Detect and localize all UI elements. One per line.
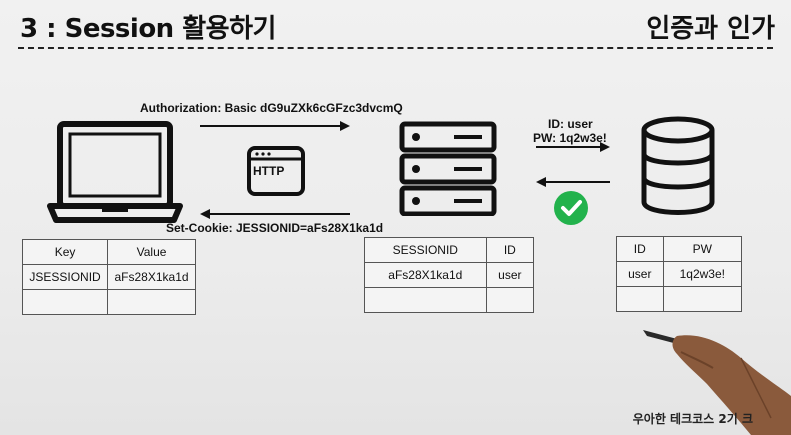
table-row: JSESSIONID aFs28X1ka1d — [21, 264, 196, 290]
table-cell: 1q2w3e! — [662, 261, 743, 287]
laptop-icon — [47, 121, 183, 223]
table-cell — [616, 286, 664, 312]
table-header-cell: ID — [485, 237, 535, 263]
table-cell — [364, 287, 487, 313]
table-cell: JSESSIONID — [21, 264, 109, 290]
table-header-cell: SESSIONID — [364, 237, 487, 263]
slide-title: 3 : Session 활용하기 — [20, 14, 276, 44]
table-row: aFs28X1ka1d user — [364, 262, 535, 288]
table-header-cell: Value — [107, 239, 196, 265]
table-cell — [107, 289, 196, 315]
table-row: user 1q2w3e! — [616, 261, 743, 287]
table-header-cell: ID — [616, 236, 664, 262]
table-cell — [662, 286, 743, 312]
credentials-id-label: ID: user — [548, 117, 593, 131]
http-badge-label: HTTP — [253, 164, 285, 178]
server-session-table: SESSIONID ID aFs28X1ka1d user — [364, 237, 535, 313]
server-icon — [399, 121, 497, 216]
presenter-hand — [643, 330, 791, 435]
table-header-cell: Key — [21, 239, 109, 265]
request-arrow — [200, 121, 350, 131]
table-row — [364, 287, 535, 313]
slide-section-title: 인증과 인가 — [646, 14, 775, 44]
table-cell — [485, 287, 535, 313]
credentials-arrow — [536, 142, 610, 152]
verified-arrow — [536, 177, 610, 187]
table-cell — [21, 289, 109, 315]
http-window-icon — [247, 146, 305, 196]
table-header-row: SESSIONID ID — [364, 237, 535, 263]
table-cell: aFs28X1ka1d — [107, 264, 196, 290]
set-cookie-label: Set-Cookie: JESSIONID=aFs28X1ka1d — [166, 221, 384, 235]
table-row — [616, 286, 743, 312]
credentials-pw-label: PW: 1q2w3e! — [533, 131, 607, 145]
check-circle-icon — [554, 191, 588, 225]
table-header-cell: PW — [662, 236, 743, 262]
database-user-table: ID PW user 1q2w3e! — [616, 236, 743, 312]
authorization-header-label: Authorization: Basic dG9uZXk6cGFzc3dvcmQ — [140, 101, 403, 115]
database-icon — [641, 116, 715, 215]
table-cell: user — [485, 262, 535, 288]
table-row — [21, 289, 196, 315]
response-arrow — [200, 209, 350, 219]
client-cookie-table: Key Value JSESSIONID aFs28X1ka1d — [21, 239, 196, 315]
table-cell: user — [616, 261, 664, 287]
table-header-row: Key Value — [21, 239, 196, 265]
title-divider — [18, 47, 773, 49]
footer-brand-text: 우아한 테크코스 2기 크 — [632, 412, 753, 426]
table-header-row: ID PW — [616, 236, 743, 262]
table-cell: aFs28X1ka1d — [364, 262, 487, 288]
